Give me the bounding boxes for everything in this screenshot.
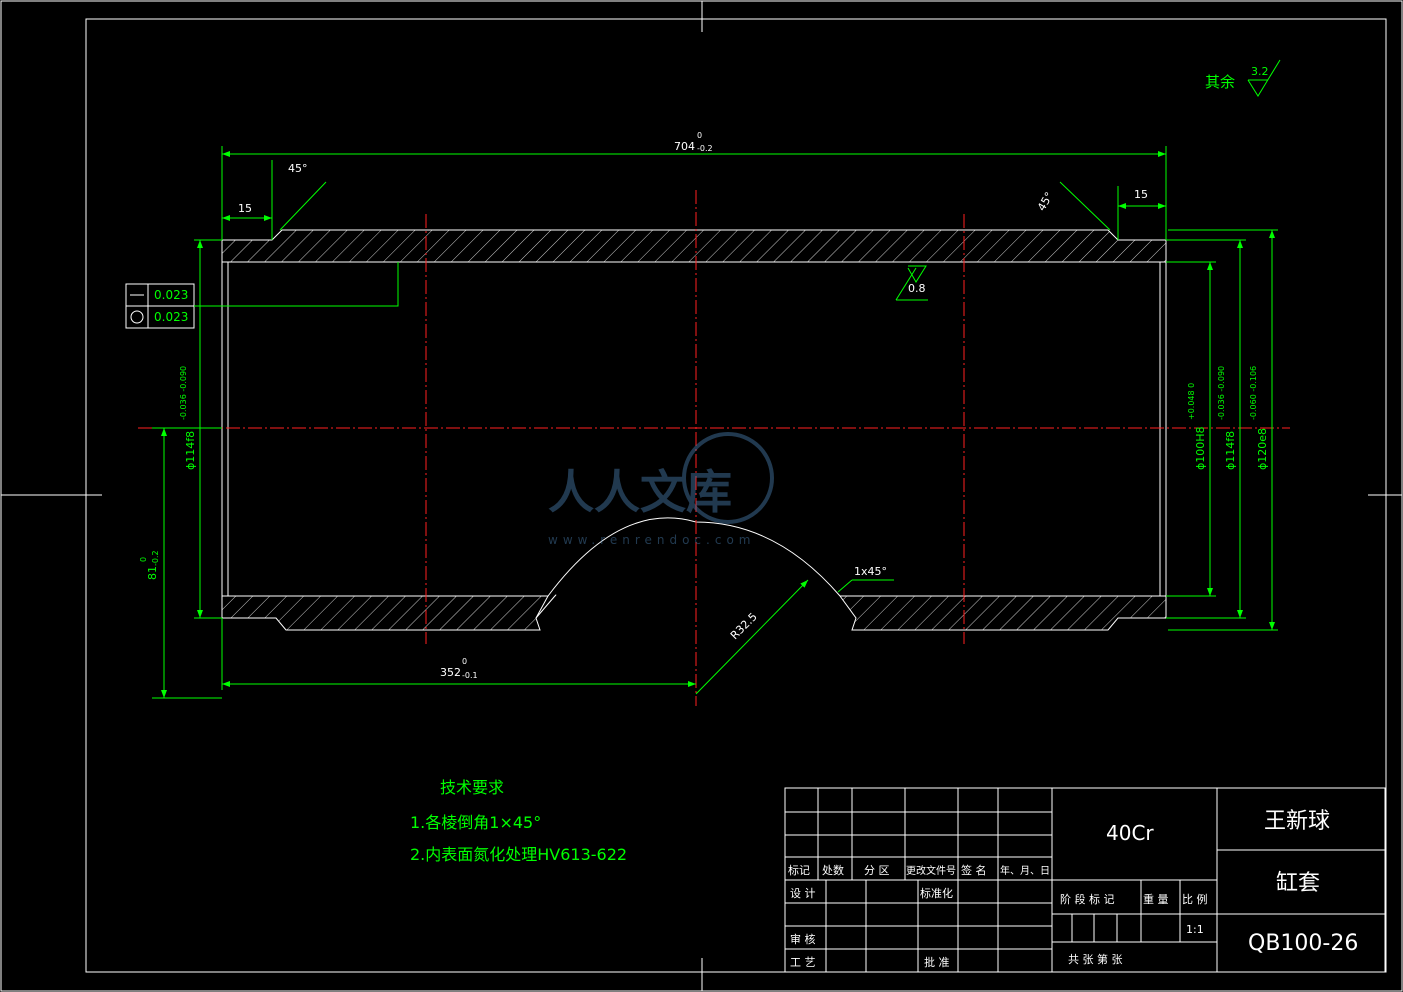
window-chamfer: 1x45°	[854, 565, 887, 578]
svg-text:更改文件号: 更改文件号	[906, 864, 956, 877]
svg-text:-0.1: -0.1	[462, 671, 478, 680]
watermark: 人人文库 www.renrendoc.com	[548, 432, 774, 547]
review-label: 审 核	[790, 932, 816, 946]
tech-req-item-1: 1.各棱倒角1×45°	[410, 813, 541, 832]
svg-text:-0.036 -0.090: -0.036 -0.090	[179, 366, 188, 420]
svg-text:标记: 标记	[788, 863, 810, 877]
svg-text:阶 段 标 记: 阶 段 标 记	[1060, 892, 1115, 906]
scale: 1:1	[1186, 923, 1204, 936]
overall-length: 704	[674, 140, 695, 153]
chamfer-len-left: 15	[238, 202, 252, 215]
straightness-frame: 0.023	[125, 283, 195, 307]
svg-text:-0.2: -0.2	[697, 144, 713, 153]
watermark-url: www.renrendoc.com	[548, 533, 755, 547]
svg-text:签 名: 签 名	[961, 863, 987, 877]
roundness-frame: 0.023	[125, 305, 195, 329]
radius: R32.5	[728, 610, 760, 642]
tech-req-item-2: 2.内表面氮化处理HV613-622	[410, 845, 627, 864]
svg-text:处数: 处数	[822, 864, 844, 877]
material: 40Cr	[1106, 821, 1154, 845]
part-name: 缸套	[1276, 871, 1320, 896]
dia-outer: ϕ120e8	[1256, 428, 1269, 470]
chamfer-len-right: 15	[1134, 188, 1148, 201]
designer-name: 王新球	[1264, 809, 1330, 834]
title-block	[784, 787, 1386, 973]
svg-text:分 区: 分 区	[864, 864, 890, 877]
inner-roughness: 0.8	[908, 282, 926, 295]
roundness-value: 0.023	[154, 310, 188, 324]
dia-mid: ϕ114f8	[1224, 431, 1237, 470]
svg-text:0: 0	[139, 557, 148, 562]
offset-height: 81	[146, 566, 159, 580]
svg-text:0: 0	[697, 131, 702, 140]
process-label: 工 艺	[790, 956, 816, 969]
design-label: 设 计	[790, 887, 816, 900]
lower-wall-left-section	[221, 595, 549, 631]
roughness-symbol	[1247, 59, 1281, 97]
tech-req-title: 技术要求	[440, 778, 504, 797]
upper-wall-section	[221, 229, 1167, 263]
svg-text:共 张 第 张: 共 张 第 张	[1068, 952, 1123, 966]
drawing-number: QB100-26	[1248, 931, 1358, 956]
lower-wall-right-section	[839, 595, 1167, 631]
svg-text:比 例: 比 例	[1182, 892, 1208, 906]
roughness-label: 其余	[1205, 73, 1235, 91]
svg-text:0: 0	[462, 657, 467, 666]
standardize-label: 标准化	[920, 886, 953, 900]
dia-bore: ϕ100H8	[1194, 426, 1207, 470]
svg-text:年、月、日: 年、月、日	[1000, 864, 1050, 877]
svg-text:+0.048 0: +0.048 0	[1187, 383, 1196, 420]
svg-text:重 量: 重 量	[1143, 892, 1169, 906]
chamfer-angle-right: 45°	[1035, 190, 1056, 213]
watermark-text: 人人文库	[548, 465, 732, 519]
window-pos: 352	[440, 666, 461, 679]
chamfer-angle-left: 45°	[288, 162, 308, 175]
svg-text:-0.060 -0.106: -0.060 -0.106	[1249, 366, 1258, 420]
inner-frame	[85, 18, 1387, 973]
roughness-value: 3.2	[1251, 65, 1269, 78]
approve-label: 批 准	[924, 955, 950, 969]
svg-text:-0.2: -0.2	[151, 550, 160, 566]
window-arc	[547, 517, 841, 597]
dia-left: ϕ114f8	[184, 431, 197, 470]
svg-text:-0.036 -0.090: -0.036 -0.090	[1217, 366, 1226, 420]
straightness-value: 0.023	[154, 288, 188, 302]
